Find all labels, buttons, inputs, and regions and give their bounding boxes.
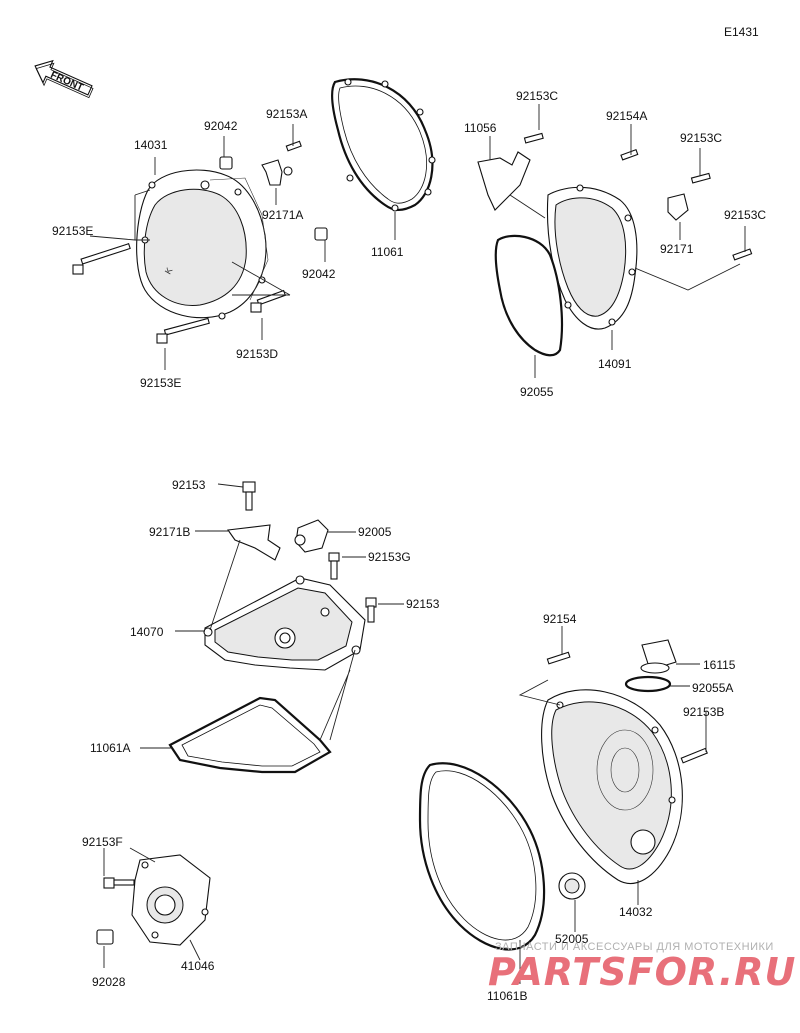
gasket-11061 xyxy=(331,78,436,212)
bracket-92171b xyxy=(227,524,281,561)
cover-14032 xyxy=(541,689,683,885)
cap-16115 xyxy=(640,639,677,674)
label-11061a: 11061A xyxy=(90,741,130,755)
bolt-92153c-c xyxy=(732,248,753,261)
bolt-92153c-b xyxy=(690,172,711,184)
label-92153e-b: 92153E xyxy=(140,376,181,390)
fitting-92005 xyxy=(294,519,329,553)
gasket-92055 xyxy=(494,234,564,357)
gasket-11061b xyxy=(418,762,546,951)
label-92171a: 92171A xyxy=(262,208,303,222)
label-92055: 92055 xyxy=(520,385,554,399)
watermark-tagline: ЗАПЧАСТИ И АКСЕССУАРЫ ДЛЯ МОТОТЕХНИКИ xyxy=(495,941,774,953)
label-92153f: 92153F xyxy=(82,835,123,849)
label-92153-b: 92153 xyxy=(406,597,440,611)
label-14032: 14032 xyxy=(619,905,653,919)
bolt-92153-mid xyxy=(365,597,377,623)
label-92153c-c: 92153C xyxy=(724,208,766,222)
bracket-11056 xyxy=(477,151,531,211)
label-92055a: 92055A xyxy=(692,681,733,695)
label-11056: 11056 xyxy=(464,121,497,135)
clamp-92171a xyxy=(261,159,293,186)
label-16115: 16115 xyxy=(703,658,736,672)
label-92154: 92154 xyxy=(543,612,577,626)
label-92028: 92028 xyxy=(92,975,126,989)
label-92153b: 92153B xyxy=(683,705,724,719)
label-92171b: 92171B xyxy=(149,525,190,539)
generator-cover-14031: K xyxy=(136,169,269,320)
cover-14070 xyxy=(203,575,366,671)
label-92153c-a: 92153C xyxy=(516,89,558,103)
front-arrow-icon: FRONT xyxy=(34,59,94,99)
watermark-logo: PARTSFOR.RU xyxy=(488,950,796,994)
label-41046: 41046 xyxy=(181,959,215,973)
bolt-92153e-upper xyxy=(72,243,131,275)
bolt-92153g xyxy=(328,552,340,580)
diagram-code: E1431 xyxy=(724,25,759,39)
label-92153e-a: 92153E xyxy=(52,224,93,238)
bolt-92153e-lower xyxy=(156,317,210,344)
dowel-92042-lower xyxy=(314,227,328,241)
label-92153d: 92153D xyxy=(236,347,278,361)
label-92042-a: 92042 xyxy=(204,119,238,133)
label-92153c-b: 92153C xyxy=(680,131,722,145)
bolt-92153f xyxy=(103,877,135,889)
front-arrow-label: FRONT xyxy=(49,70,85,94)
dowel-92028 xyxy=(96,929,114,945)
bolt-92154a xyxy=(620,149,639,161)
seal-52005 xyxy=(558,872,586,900)
label-11061: 11061 xyxy=(371,245,404,259)
clamp-92171 xyxy=(667,193,689,221)
dowel-92042-upper xyxy=(219,156,233,170)
label-92154a: 92154A xyxy=(606,109,647,123)
bolt-92153d xyxy=(250,289,287,313)
label-11061b: 11061B xyxy=(487,989,527,1003)
bolt-92153a xyxy=(285,140,302,152)
label-52005: 52005 xyxy=(555,932,589,946)
gasket-11061a xyxy=(168,696,332,774)
bolt-92153-upper xyxy=(242,481,256,511)
label-92153g: 92153G xyxy=(368,550,411,564)
svg-text:K: K xyxy=(163,266,175,276)
label-92042-b: 92042 xyxy=(302,267,336,281)
label-14070: 14070 xyxy=(130,625,164,639)
label-14031: 14031 xyxy=(134,138,168,152)
bolt-92154 xyxy=(546,651,571,665)
cap-41046 xyxy=(131,854,211,946)
label-14091: 14091 xyxy=(598,357,632,371)
bolt-92153b xyxy=(680,747,708,764)
label-92171: 92171 xyxy=(660,242,694,256)
label-92153-a: 92153 xyxy=(172,478,206,492)
oring-92055a xyxy=(624,675,672,693)
label-92005: 92005 xyxy=(358,525,392,539)
label-92153a: 92153A xyxy=(266,107,307,121)
bolt-92153c-a xyxy=(523,132,544,144)
cover-14091 xyxy=(546,184,638,330)
